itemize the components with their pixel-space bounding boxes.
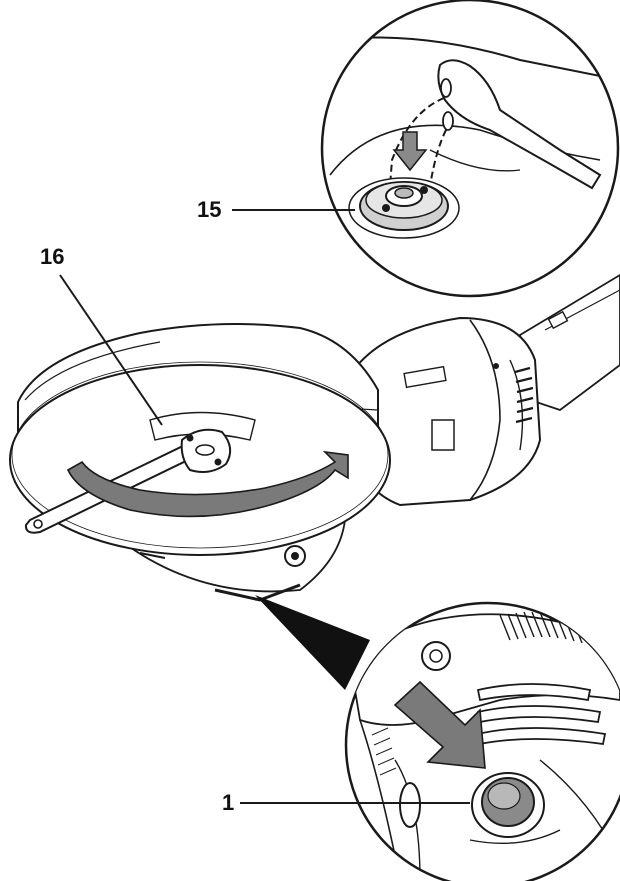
rotation-arrow-icon (66, 450, 349, 518)
down-arrow-icon (392, 131, 428, 172)
callout-1: 1 (222, 790, 235, 815)
detail-circle-bottom (240, 601, 620, 881)
angle-grinder (9, 273, 620, 602)
detail-circle-top (232, 0, 620, 298)
callout-15: 15 (197, 197, 222, 222)
press-arrow-icon (393, 680, 486, 769)
leader-line-16 (59, 274, 163, 426)
flange-nut (348, 177, 460, 239)
spindle-lock-button (471, 772, 545, 838)
zoom-pointer (255, 595, 370, 690)
spanner-icon (437, 59, 602, 190)
callout-16: 16 (40, 244, 65, 269)
